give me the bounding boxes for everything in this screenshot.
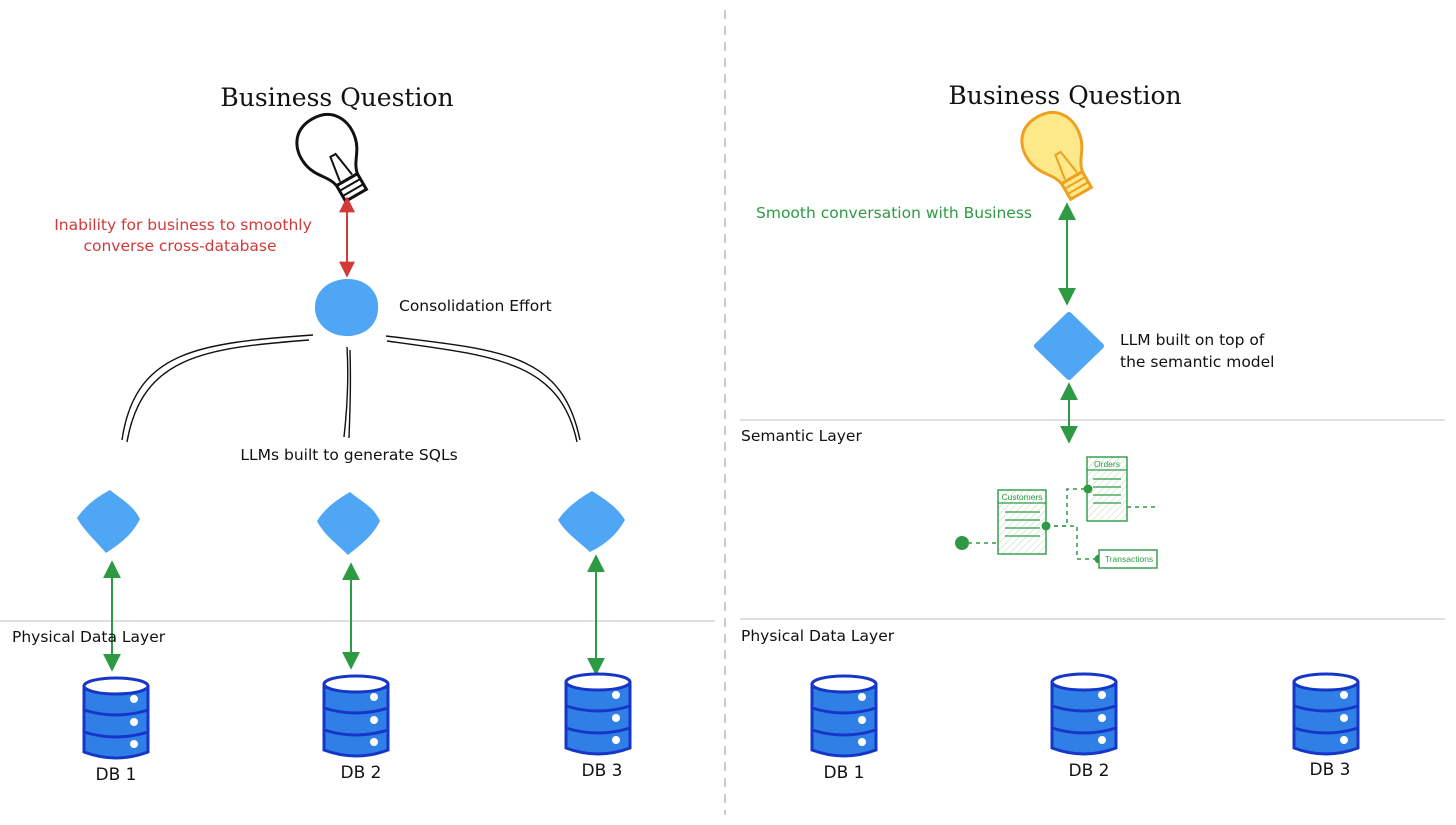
llms-label: LLMs built to generate SQLs: [240, 446, 457, 464]
table-icon: [1086, 456, 1128, 522]
table-orders-label: Orders: [1094, 459, 1120, 469]
left-db3-label: DB 3: [582, 761, 623, 781]
llm-node-3: [558, 491, 625, 552]
left-db2-label: DB 2: [341, 763, 382, 783]
database-icon: [322, 674, 390, 758]
database-icon: [1292, 672, 1360, 756]
llm-semantic-label-line2: the semantic model: [1120, 353, 1275, 371]
consolidation-connectors: [121, 334, 581, 443]
right-db2-label: DB 2: [1069, 761, 1110, 781]
consolidation-node: [314, 278, 379, 337]
database-icon: [564, 672, 632, 756]
llm-semantic-label-line1: LLM built on top of: [1120, 331, 1265, 349]
right-db3-label: DB 3: [1310, 760, 1351, 780]
left-physical-label: Physical Data Layer: [12, 628, 166, 646]
semantic-model: Customers Orders Transactions: [955, 456, 1158, 569]
left-db1-label: DB 1: [96, 765, 137, 785]
left-panel: Business Question Inability for business…: [12, 83, 632, 785]
right-title: Business Question: [948, 81, 1181, 110]
table-icon: [1098, 549, 1158, 569]
problem-text-line1: Inability for business to smoothly: [54, 216, 312, 234]
consolidation-label: Consolidation Effort: [399, 297, 552, 315]
database-icon: [810, 674, 878, 758]
llm-semantic-node: [1034, 312, 1104, 380]
table-icon: [997, 489, 1047, 555]
lightbulb-icon: [1020, 111, 1094, 202]
llm-node-1: [77, 490, 140, 553]
left-title: Business Question: [220, 83, 453, 112]
database-icon: [82, 676, 150, 760]
smooth-label: Smooth conversation with Business: [756, 204, 1032, 222]
right-panel: Business Question Smooth conversation wi…: [741, 81, 1360, 783]
table-transactions-label: Transactions: [1105, 554, 1153, 564]
llm-node-2: [317, 492, 380, 555]
semantic-layer-label: Semantic Layer: [741, 427, 862, 445]
right-db1-label: DB 1: [824, 763, 865, 783]
table-customers-label: Customers: [1001, 492, 1042, 502]
problem-text-line2: converse cross-database: [83, 237, 276, 255]
database-icon: [1050, 672, 1118, 756]
right-physical-label: Physical Data Layer: [741, 627, 895, 645]
lightbulb-icon: [295, 113, 369, 204]
